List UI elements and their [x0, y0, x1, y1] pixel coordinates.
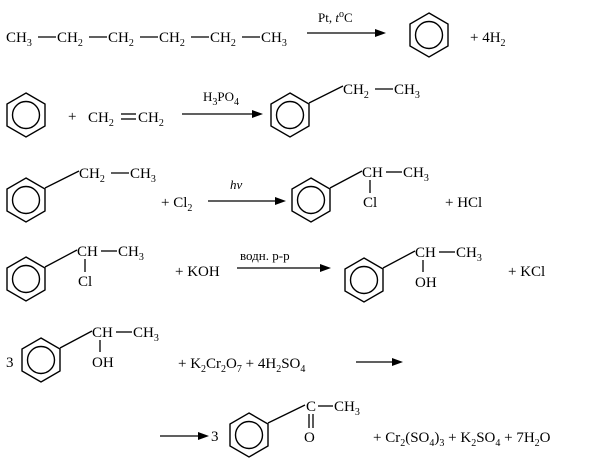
- chlorine-reagent: + Cl2: [161, 195, 192, 214]
- kcl-byproduct: + KCl: [508, 264, 545, 280]
- arrow-head: [275, 197, 286, 205]
- hexane-c1: CH: [6, 30, 27, 46]
- product-ch3: CH3: [456, 245, 482, 264]
- methyl-group: CH3: [334, 399, 360, 418]
- ethylbenzene-ring: [270, 92, 310, 138]
- coefficient: 3: [6, 355, 14, 371]
- coefficient: 3: [211, 429, 219, 445]
- chlorine-substituent: Cl: [78, 274, 92, 290]
- benzene-ring: [6, 92, 46, 138]
- hexane-c3: CH2: [108, 30, 134, 49]
- reactant-ch3: CH3: [133, 325, 159, 344]
- ethyl-ch2: CH2: [343, 82, 369, 101]
- reaction-2: + CH2 CH2 H3PO4 CH2 CH3: [6, 82, 420, 138]
- arrow-head: [320, 264, 331, 272]
- hexane-c6: CH3: [261, 30, 287, 49]
- hexane-c2: CH2: [57, 30, 83, 49]
- reactant-ch: CH: [77, 244, 98, 260]
- hydroxyl-substituent: OH: [92, 355, 114, 371]
- reactant-ch: CH: [92, 325, 113, 341]
- carbonyl-oxygen: O: [304, 430, 315, 446]
- hexane-c4: CH2: [159, 30, 185, 49]
- light-condition: hν: [230, 177, 243, 192]
- bond: [44, 249, 78, 268]
- catalyst-label: H3PO4: [203, 89, 239, 108]
- hcl-byproduct: + HCl: [445, 195, 482, 211]
- reactant-ch3: CH3: [118, 244, 144, 263]
- alcohol-ring: [21, 337, 61, 383]
- arrow-head: [252, 110, 263, 118]
- chlorine-substituent: Cl: [363, 195, 377, 211]
- chloro-compound-ring: [6, 256, 46, 302]
- bond: [382, 250, 416, 269]
- product-ch: CH: [362, 165, 383, 181]
- ethyl-ch3: CH3: [394, 82, 420, 101]
- bond: [329, 170, 363, 189]
- hexane-formula: CH3: [6, 30, 32, 49]
- arrow-head: [375, 29, 386, 37]
- bond: [308, 85, 344, 104]
- ethyl-ch3: CH3: [130, 166, 156, 185]
- ethyl-ch2: CH2: [79, 166, 105, 185]
- koh-reagent: + KOH: [175, 264, 220, 280]
- hexane-c5: CH2: [210, 30, 236, 49]
- aqueous-solution-label: водн. р-р: [240, 248, 290, 263]
- product-ch: CH: [415, 245, 436, 261]
- acetophenone-ring: [229, 412, 269, 458]
- hydroxyl-substituent: OH: [415, 275, 437, 291]
- benzene-ring: [409, 12, 449, 58]
- product-ring: [291, 177, 331, 223]
- reaction-1: CH3 CH2 CH2 CH2 CH2 CH3 Pt, toC + 4H2: [6, 9, 506, 58]
- alcohol-ring: [344, 257, 384, 303]
- reaction-4: CH CH3 Cl + KOH водн. р-р CH CH3 OH + KC…: [6, 244, 545, 303]
- arrow-head: [198, 432, 209, 440]
- ethylbenzene-ring: [6, 177, 46, 223]
- carbonyl-carbon: C: [306, 399, 316, 415]
- hydrogen-byproduct: + 4H2: [470, 30, 506, 49]
- reaction-3: CH2 CH3 + Cl2 hν CH CH3 Cl + HCl: [6, 165, 482, 223]
- plus-sign: +: [68, 109, 76, 125]
- ethylene-left: CH2: [88, 110, 114, 129]
- bond: [267, 404, 306, 424]
- salt-byproducts: + Cr2(SO4)3 + K2SO4 + 7H2O: [373, 430, 551, 449]
- reaction-6: 3 C CH3 O + Cr2(SO4)3 + K2SO4 + 7H2O: [160, 399, 551, 458]
- oxidizer-reagents: + K2Cr2O7 + 4H2SO4: [178, 356, 305, 375]
- reaction-5: 3 CH CH3 OH + K2Cr2O7 + 4H2SO4: [6, 325, 403, 383]
- bond: [44, 170, 80, 189]
- ethylene-right: CH2: [138, 110, 164, 129]
- product-ch3: CH3: [403, 165, 429, 184]
- arrow-condition-1: Pt, toC: [318, 9, 353, 25]
- arrow-head: [392, 358, 403, 366]
- bond: [59, 330, 93, 349]
